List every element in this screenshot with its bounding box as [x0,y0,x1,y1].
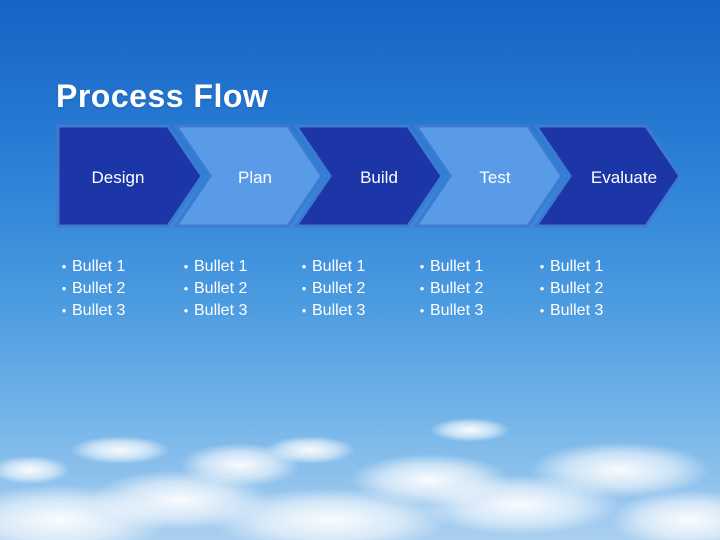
list-item: •Bullet 1 [534,256,604,278]
bullet-list-test: •Bullet 1 •Bullet 2 •Bullet 3 [414,256,484,322]
list-item: •Bullet 3 [534,300,604,322]
list-item: •Bullet 2 [414,278,484,300]
list-item: •Bullet 2 [178,278,248,300]
list-item: •Bullet 2 [296,278,366,300]
bullet-icon: • [183,281,189,296]
bullet-icon: • [301,259,307,274]
bullet-icon: • [183,259,189,274]
list-item: •Bullet 3 [178,300,248,322]
step-label-design: Design [91,168,145,187]
bullet-icon: • [301,303,307,318]
bullet-icon: • [419,259,425,274]
list-item: •Bullet 3 [56,300,126,322]
list-item: •Bullet 1 [56,256,126,278]
list-item: •Bullet 1 [178,256,248,278]
bullet-icon: • [539,281,545,296]
chevron-design [56,124,204,228]
bullet-icon: • [419,303,425,318]
clouds [0,418,720,540]
slide-title: Process Flow [56,78,269,114]
chevron-evaluate [533,124,682,228]
list-item: •Bullet 3 [296,300,366,322]
bullet-icon: • [61,281,67,296]
bullet-icon: • [419,281,425,296]
bullet-list-build: •Bullet 1 •Bullet 2 •Bullet 3 [296,256,366,322]
chevron-build [293,124,444,228]
bullet-icon: • [301,281,307,296]
bullet-list-evaluate: •Bullet 1 •Bullet 2 •Bullet 3 [534,256,604,322]
list-item: •Bullet 1 [296,256,366,278]
list-item: •Bullet 2 [56,278,126,300]
bullet-icon: • [61,303,67,318]
list-item: •Bullet 3 [414,300,484,322]
bullet-icon: • [61,259,67,274]
bullet-list-design: •Bullet 1 •Bullet 2 •Bullet 3 [56,256,126,322]
chevron-test [413,124,564,228]
chevron-plan [173,124,324,228]
step-label-build: Build [360,168,398,187]
list-item: •Bullet 1 [414,256,484,278]
list-item: •Bullet 2 [534,278,604,300]
step-label-evaluate: Evaluate [590,168,658,187]
step-label-test: Test [479,168,511,187]
step-label-plan: Plan [237,168,273,187]
bullet-icon: • [183,303,189,318]
bullet-list-plan: •Bullet 1 •Bullet 2 •Bullet 3 [178,256,248,322]
bullet-icon: • [539,303,545,318]
bullet-icon: • [539,259,545,274]
